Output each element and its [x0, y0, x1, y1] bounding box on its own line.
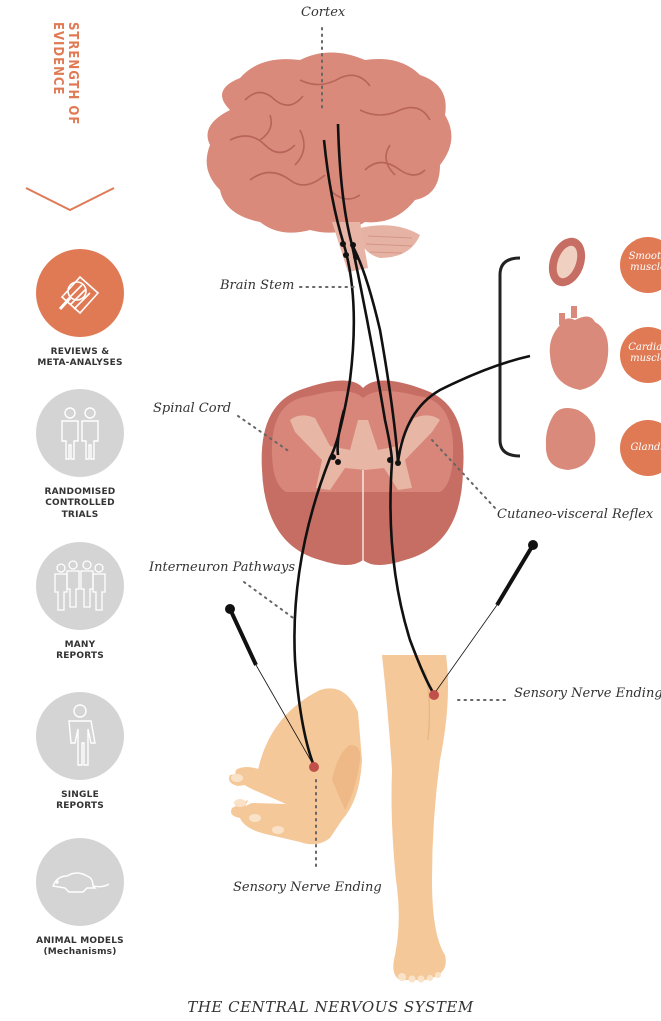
label-sensory-leg: Sensory Nerve Ending — [514, 686, 661, 701]
label-spinal-cord: Spinal Cord — [153, 401, 231, 416]
hand-illustration — [229, 688, 362, 844]
hand-nerve-ending — [309, 762, 319, 772]
label-sensory-hand: Sensory Nerve Ending — [233, 880, 382, 895]
leg-nerve-ending — [429, 690, 439, 700]
brain-illustration — [207, 53, 452, 273]
label-brain-stem: Brain Stem — [220, 278, 294, 293]
label-interneuron: Interneuron Pathways — [149, 560, 295, 575]
spinal-cord-section — [262, 380, 464, 565]
leg-illustration — [382, 655, 448, 983]
label-smooth-muscle: Smooth muscle — [624, 251, 661, 273]
label-cortex: Cortex — [301, 5, 345, 20]
label-glands: Glands — [624, 442, 661, 453]
diagram-title: THE CENTRAL NERVOUS SYSTEM — [0, 998, 661, 1016]
label-reflex: Cutaneo-visceral Reflex — [497, 507, 653, 522]
label-cardiac-muscle: Cardiac muscle — [624, 342, 661, 364]
